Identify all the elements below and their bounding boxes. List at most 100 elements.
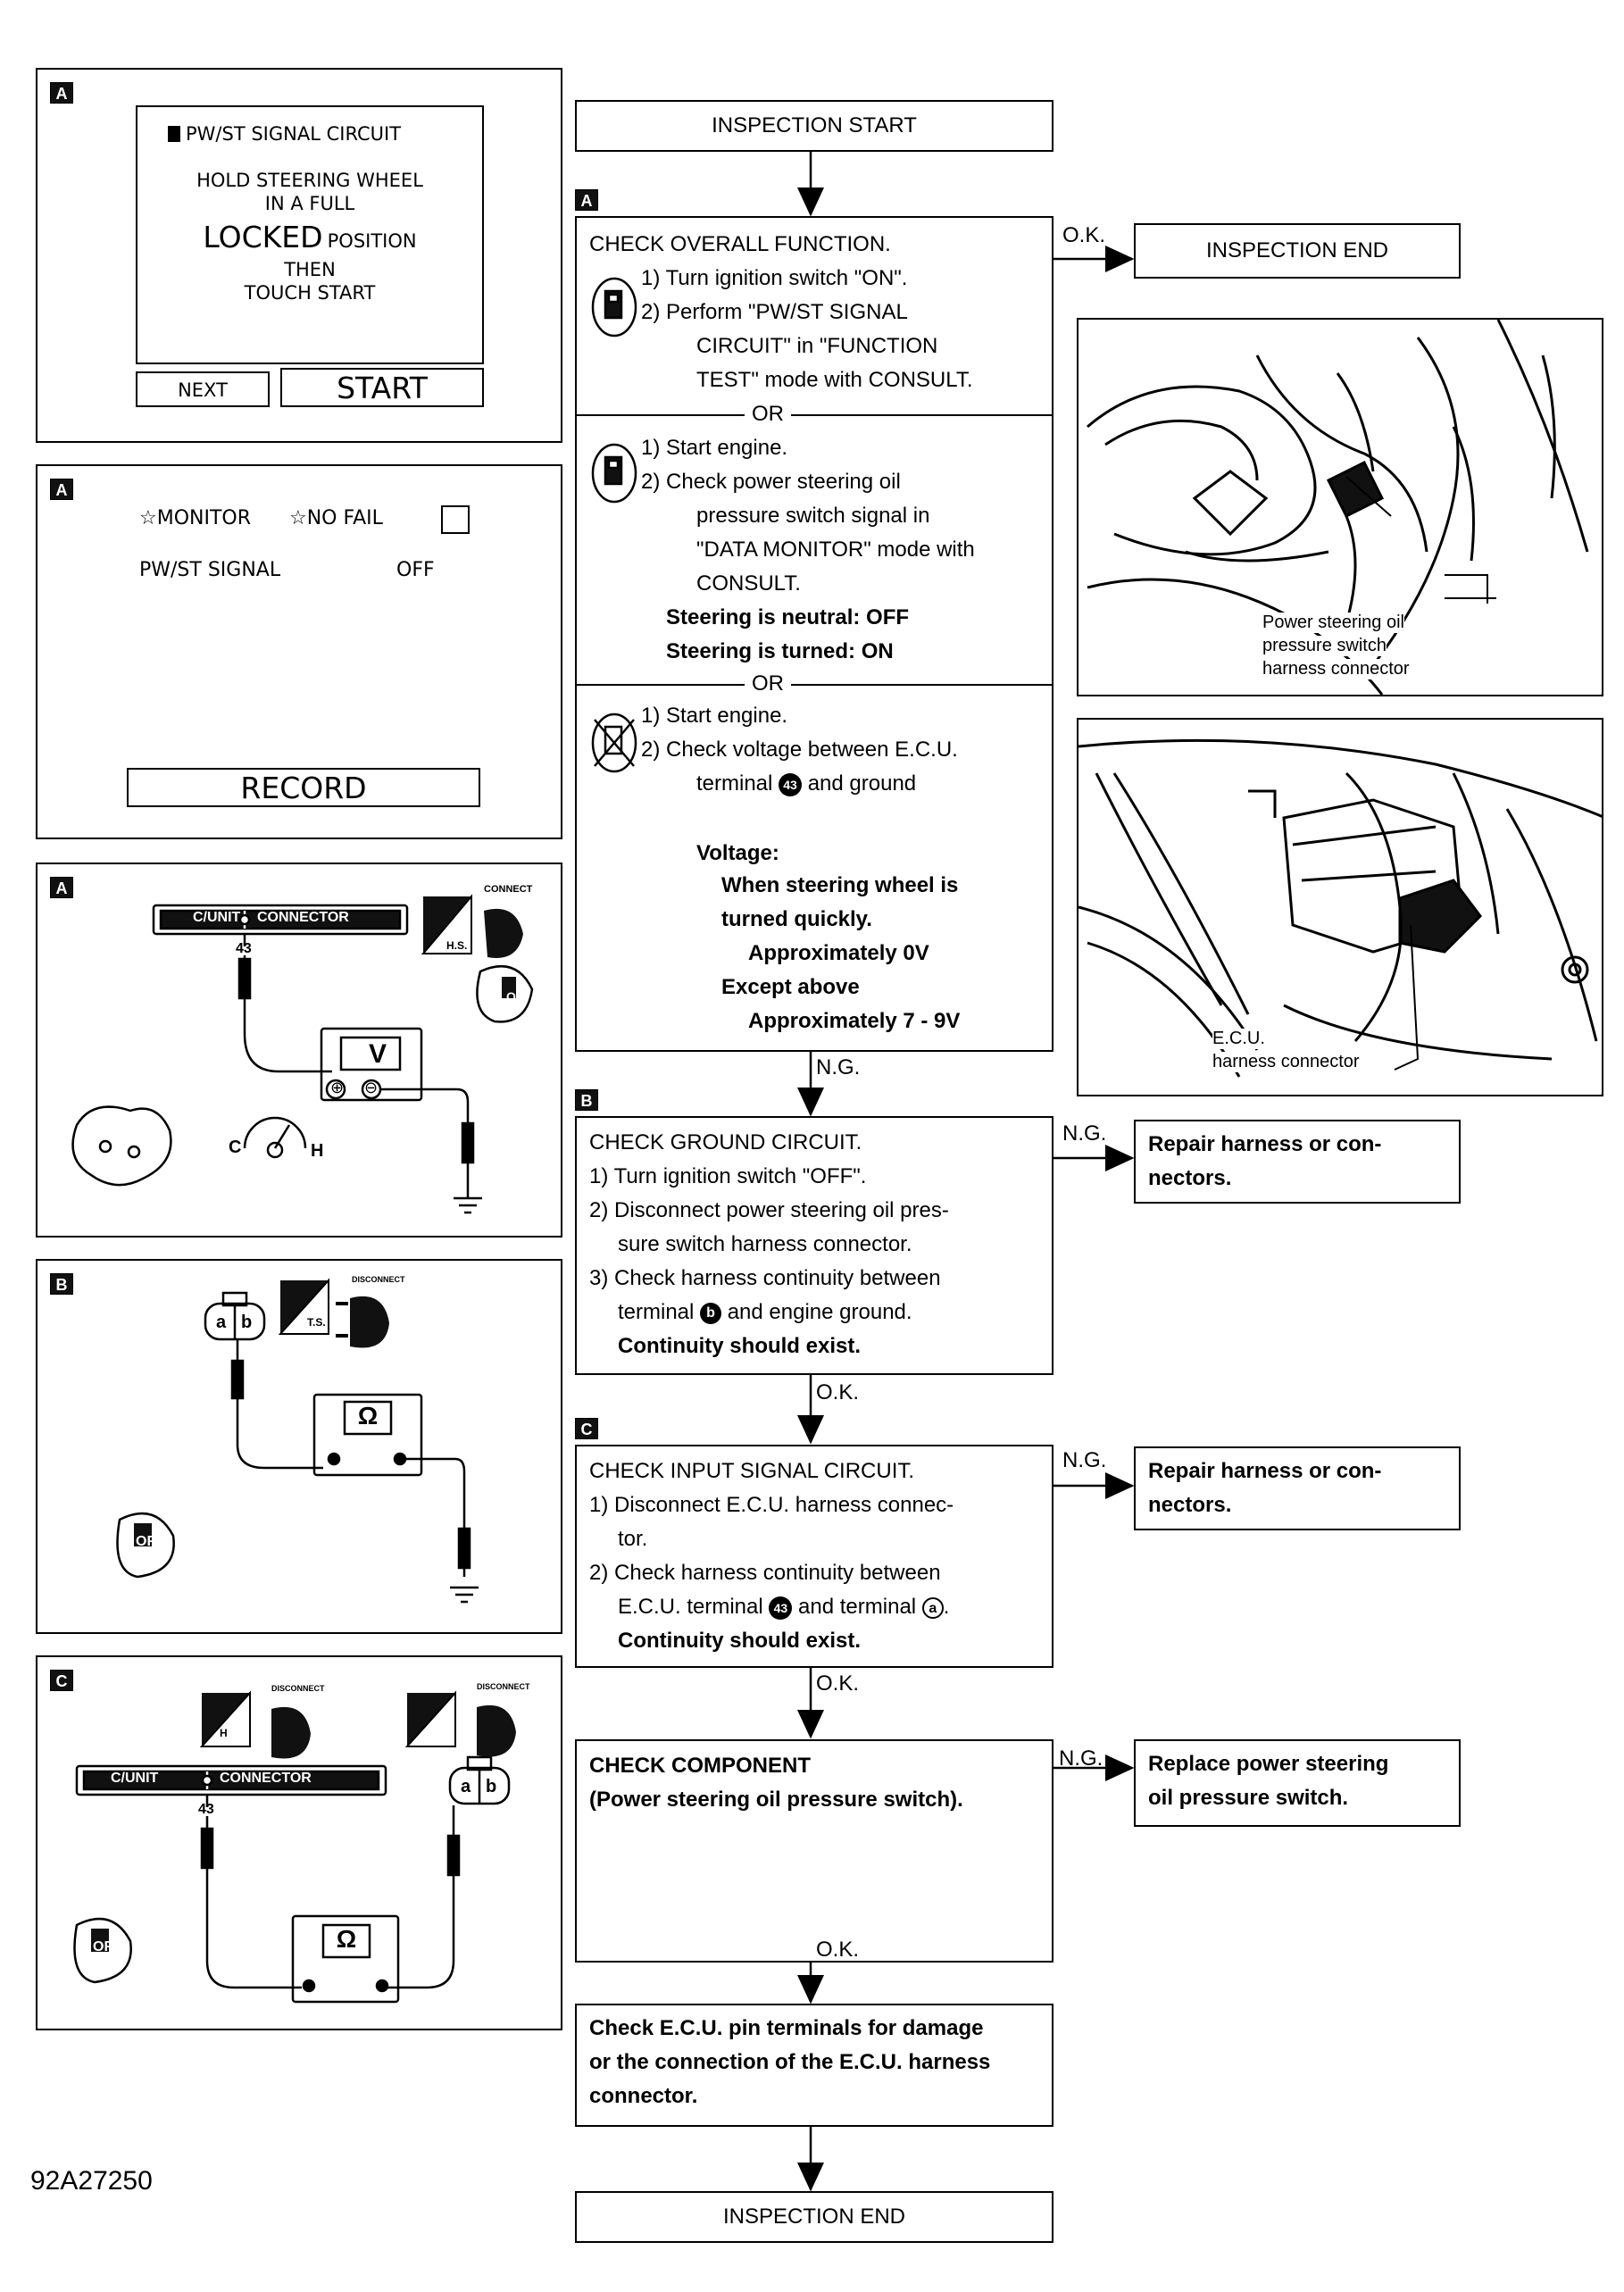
terminal-a-label: a (216, 1313, 227, 1332)
box-c-line-3: 2) Check harness continuity between (589, 1561, 941, 1585)
box-a-title: CHECK OVERALL FUNCTION. (589, 232, 891, 256)
section-tag-b: B (50, 1273, 73, 1295)
ng-label-b: N.G. (1062, 1121, 1107, 1146)
photo2-label-1: E.C.U. (1212, 1029, 1265, 1049)
plus-terminal-icon: ⊕ (330, 1079, 345, 1096)
spec-turned: Steering is turned: ON (666, 639, 894, 663)
voltage-cond-1b: turned quickly. (721, 907, 872, 931)
consult-screen-panel-function-test: A PW/ST SIGNAL CIRCUIT HOLD STEERING WHE… (36, 68, 562, 443)
consult-tool-icon (591, 443, 637, 504)
check-overall-function-box: CHECK OVERALL FUNCTION. 1) Turn ignition… (575, 216, 1054, 1052)
check-ecu-pins-box: Check E.C.U. pin terminals for damage or… (575, 2004, 1054, 2127)
pressure-switch-location-photo: Power steering oil pressure switch harne… (1077, 318, 1603, 696)
step-1-2: 2) Perform "PW/ST SIGNAL (641, 300, 908, 324)
connector-label: CONNECTOR (220, 1771, 312, 1786)
box-b-line-5: terminal b and engine ground. (618, 1300, 912, 1325)
ok-label-b: O.K. (816, 1380, 860, 1404)
connect-label: CONNECT (484, 884, 533, 895)
screen-line-2: IN A FULL (264, 193, 355, 214)
screen-line-4: THEN (284, 259, 336, 280)
input-signal-drawing (73, 1690, 516, 2004)
step-3-1: 1) Start engine. (641, 704, 788, 728)
voltage-check-diagram-panel: A (36, 863, 562, 1238)
repair-b-line-2: nectors. (1148, 1166, 1232, 1190)
ecu-connector-location-photo: E.C.U. harness connector (1077, 718, 1603, 1096)
box-c-line-1: 1) Disconnect E.C.U. harness connec- (589, 1493, 954, 1517)
step-3-3: terminal 43 and ground (696, 771, 916, 796)
section-tag-a: A (50, 82, 73, 104)
screen-line-1: HOLD STEERING WHEEL (196, 170, 423, 191)
step-1-1: 1) Turn ignition switch "ON". (641, 266, 908, 290)
box-b-spec: Continuity should exist. (618, 1334, 862, 1358)
step-2-2: 2) Check power steering oil (641, 470, 901, 494)
ng-label-d: N.G. (1059, 1746, 1103, 1771)
status-checkbox[interactable] (441, 505, 470, 534)
section-tag-c: C (50, 1670, 73, 1691)
ecu-terminal-word: E.C.U. terminal (618, 1595, 763, 1619)
flow-tag-c: C (575, 1418, 598, 1439)
repair-b-line-1: Repair harness or con- (1148, 1132, 1382, 1156)
ok-label-a: O.K. (1062, 223, 1106, 247)
cursor-block-icon (168, 126, 180, 142)
pin-number-43: 43 (236, 941, 252, 956)
photo2-label-2: harness connector (1212, 1052, 1360, 1072)
under-dash-sketch (1079, 738, 1602, 1078)
box-c-line-4: E.C.U. terminal 43 and terminal a. (618, 1595, 950, 1620)
start-button[interactable]: START (280, 368, 484, 407)
voltage-heading: Voltage: (696, 841, 779, 865)
box-d-title: CHECK COMPONENT (589, 1754, 812, 1778)
box-b-line-2: 2) Disconnect power steering oil pres- (589, 1198, 949, 1222)
and-terminal-text: and terminal (798, 1595, 917, 1619)
screen-title: PW/ST SIGNAL CIRCUIT (168, 123, 401, 145)
voltage-circuit-drawing (71, 894, 534, 1214)
ignition-off-icon: OFF (136, 1534, 164, 1549)
check-input-signal-box: CHECK INPUT SIGNAL CIRCUIT. 1) Disconnec… (575, 1445, 1054, 1668)
box-b-title: CHECK GROUND CIRCUIT. (589, 1130, 862, 1154)
consult-tool-icon (591, 277, 637, 338)
inspection-start-box: INSPECTION START (575, 100, 1054, 152)
position-word: POSITION (327, 230, 417, 252)
ignition-off-icon: OFF (93, 1939, 121, 1954)
step-2-1: 1) Start engine. (641, 436, 788, 460)
flow-tag-a: A (575, 189, 598, 211)
or-label-2: OR (745, 671, 791, 696)
gauge-hot-label: H (311, 1141, 324, 1161)
and-ground-text: and ground (807, 771, 917, 796)
engine-ground-text: and engine ground. (727, 1300, 912, 1324)
ng-label-c: N.G. (1062, 1448, 1107, 1472)
or-divider-2 (577, 684, 1052, 686)
record-button[interactable]: RECORD (127, 768, 480, 807)
consult-screen: PW/ST SIGNAL CIRCUIT HOLD STEERING WHEEL… (136, 105, 484, 364)
replace-line-1: Replace power steering (1148, 1752, 1389, 1776)
minus-terminal-icon: ⊖ (364, 1079, 379, 1096)
terminal-b-label: b (241, 1313, 253, 1332)
box-c-line-2: tor. (618, 1527, 648, 1551)
cunit-label: C/UNIT (111, 1771, 159, 1786)
photo1-label-2: pressure switch (1262, 636, 1387, 656)
replace-switch-box: Replace power steering oil pressure swit… (1134, 1739, 1461, 1827)
voltmeter-symbol: V (368, 1039, 387, 1069)
inspection-end-box-a: INSPECTION END (1134, 223, 1461, 279)
next-button[interactable]: NEXT (136, 371, 270, 407)
disconnect-label: DISCONNECT (352, 1275, 405, 1284)
terminal-43-circle: 43 (779, 772, 803, 796)
terminal-a-label: a (461, 1777, 471, 1796)
box-b-line-3: sure switch harness connector. (618, 1232, 912, 1256)
section-tag-a: A (50, 877, 73, 898)
ts-label: T.S. (307, 1316, 326, 1329)
repair-box-c: Repair harness or con- nectors. (1134, 1446, 1461, 1530)
ground-circuit-diagram-panel: B a b T.S. DISCONNECT Ω (36, 1259, 562, 1634)
screen-title-text: PW/ST SIGNAL CIRCUIT (186, 123, 402, 145)
input-signal-circuit-diagram-panel: C C/ (36, 1655, 562, 2030)
or-label-1: OR (745, 402, 791, 427)
ohmmeter-symbol: Ω (336, 1925, 357, 1953)
photo1-label-3: harness connector (1262, 659, 1410, 679)
pwst-signal-label: PW/ST SIGNAL (139, 559, 281, 581)
no-fail-header: ☆NO FAIL (289, 507, 383, 529)
terminal-43-circle: 43 (769, 1596, 793, 1620)
check-ground-circuit-box: CHECK GROUND CIRCUIT. 1) Turn ignition s… (575, 1116, 1054, 1375)
box-c-spec: Continuity should exist. (618, 1629, 862, 1653)
disconnect-label-left: DISCONNECT (271, 1684, 325, 1693)
h-label: H (220, 1727, 228, 1739)
